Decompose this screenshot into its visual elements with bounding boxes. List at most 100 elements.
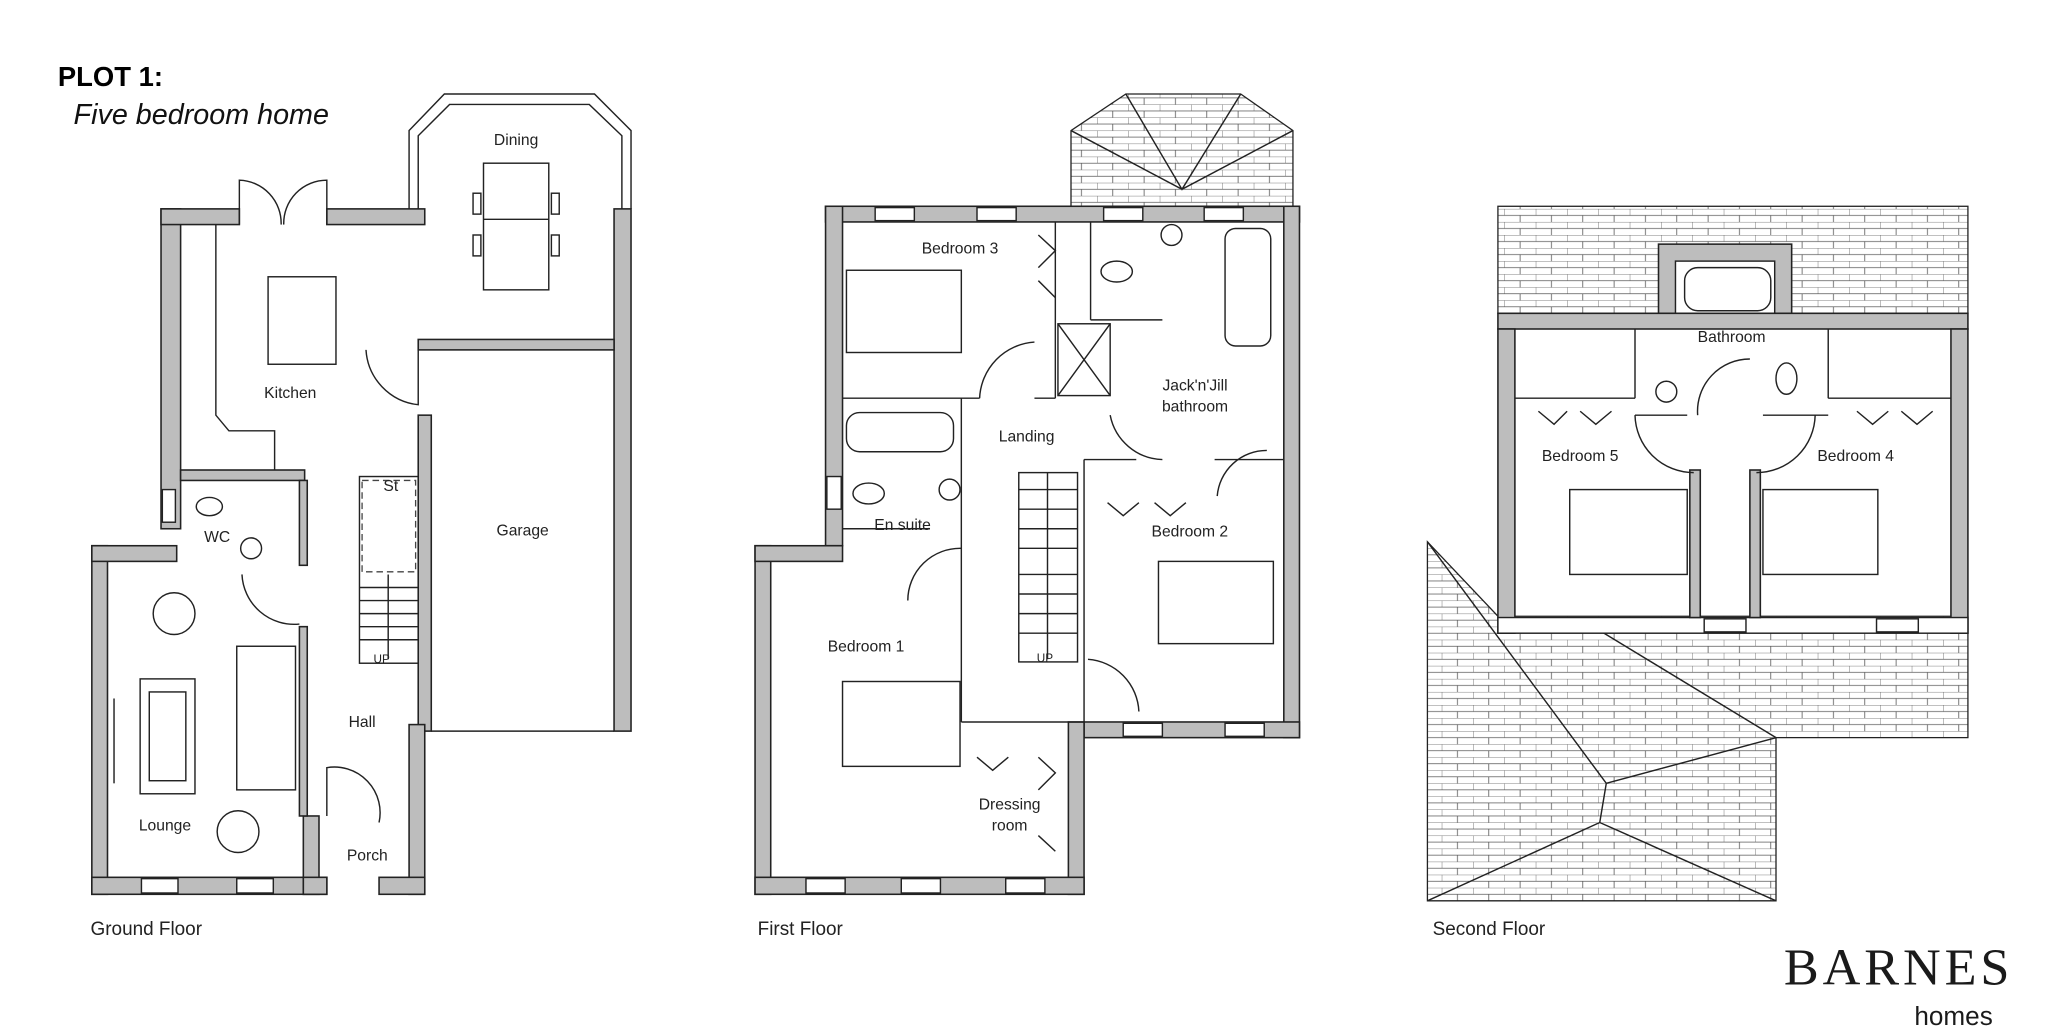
kitchen-island [267,276,337,365]
store-label: St [383,478,398,495]
dining-chair [550,234,560,257]
ground-stairs [358,475,419,664]
stair-treads [1018,472,1078,660]
wall [1283,205,1301,739]
under-stair-store [361,479,417,573]
basin [938,478,961,501]
wall [91,876,328,896]
window [236,877,275,894]
wall [326,208,426,226]
door-swings [907,341,1267,712]
room-label-jack-and-jill-bathroom: bathroom [1162,398,1228,415]
kitchen-counter [215,224,276,470]
plot-subtitle: Five bedroom home [74,99,329,131]
bed-1 [841,680,961,768]
bay-window [408,93,632,209]
garage-door-internal [365,349,419,406]
wall [160,208,182,530]
room-label-jack-and-jill: Jack'n'Jill [1162,377,1227,394]
stair-up-label: UP [1037,652,1053,665]
bed-2 [1157,560,1275,645]
wall [417,338,615,351]
wall [417,414,433,732]
wall [298,479,309,567]
ground-floor-caption: Ground Floor [91,919,202,940]
toilet [195,496,224,517]
wall [298,625,309,817]
wall [408,723,426,896]
room-label-bedroom-1: Bedroom 1 [828,638,905,655]
room-label-wc: WC [204,529,230,546]
en-suite-bath [845,411,955,453]
coffee-table [148,691,187,782]
toilet [852,482,886,505]
window [1102,206,1144,222]
lounge-door [241,574,300,626]
room-label-bedroom-2: Bedroom 2 [1152,524,1229,541]
wall [1497,312,1969,330]
dining-table [482,162,550,291]
wall [91,544,178,563]
toilet [1100,260,1134,283]
ground-floor-plan: St UP Dining Kitchen WC Garage Lounge Ha… [91,93,632,940]
wardrobe-doors [1107,502,1187,517]
window [805,877,846,894]
room-label-kitchen: Kitchen [264,385,316,402]
barnes-homes-logo: BARNES homes [1784,938,2010,1031]
internal-partitions [842,221,1284,723]
wardrobe-doors [1037,234,1057,299]
room-label-bedroom-5: Bedroom 5 [1542,448,1619,465]
wall [179,469,306,482]
room-label-hall: Hall [349,714,376,731]
front-door [326,766,381,823]
stair-treads [359,574,419,660]
first-floor-stairs [1018,471,1079,663]
wall [302,876,328,896]
bed-3 [845,269,963,354]
basin [1655,380,1678,403]
wall [1497,328,1516,634]
jack-and-jill-bath [1224,227,1272,347]
room-label-bedroom-4: Bedroom 4 [1817,448,1894,465]
armchair [152,592,196,636]
first-floor-plan: UP Bedroom 3 Jack'n'Jill bathroom Landin… [754,93,1301,940]
sofa [236,645,297,791]
wall [1950,328,1969,634]
dining-chair [472,192,482,215]
room-label-lounge: Lounge [139,817,192,834]
wall [378,876,426,896]
window [1875,618,1920,633]
room-label-garage: Garage [497,522,550,539]
french-doors [238,179,328,225]
dining-chair [472,234,482,257]
wall [160,208,241,226]
window [874,206,916,222]
window [826,475,842,510]
wall [1067,721,1085,896]
window [1203,206,1245,222]
window [1703,618,1747,633]
internal-partitions [1514,329,1951,416]
room-label-landing: Landing [999,428,1055,445]
room-label-dressing-room: room [992,817,1028,834]
toilet [1775,362,1798,395]
wardrobe-doors [976,756,1057,852]
room-label-dressing: Dressing [979,796,1041,813]
room-label-bedroom-3: Bedroom 3 [922,240,999,257]
dining-chair [550,192,560,215]
second-floor-plan: Bathroom Bedroom 5 Bedroom 4 Second Floo… [1426,205,1969,940]
wall [1083,721,1301,739]
logo-tagline: homes [1914,1001,1992,1031]
room-label-dining: Dining [494,132,538,149]
bay-roof-hips [1070,93,1294,191]
roof-hips [1426,541,1777,902]
basin [239,537,263,560]
bed-4 [1762,488,1879,576]
stair-outline [358,475,419,664]
wall [91,544,109,896]
wall [1749,469,1762,619]
bay-window-inner [417,103,623,209]
room-label-en-suite: En suite [874,517,931,534]
room-label-bathroom: Bathroom [1698,329,1766,346]
